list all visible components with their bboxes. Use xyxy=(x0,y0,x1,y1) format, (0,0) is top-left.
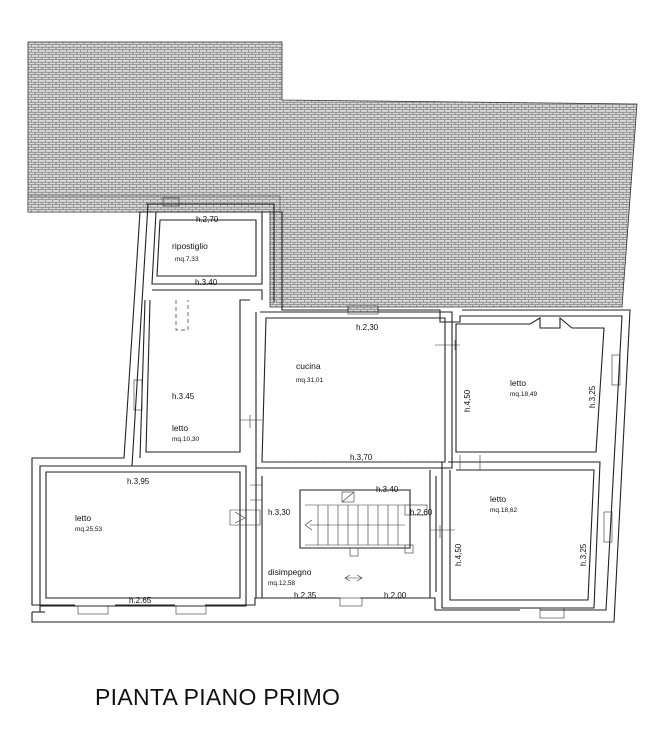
room-name: letto xyxy=(510,378,526,388)
room-name: letto xyxy=(75,513,91,523)
ceiling-height: h.2,30 xyxy=(356,323,379,332)
dashed-lines xyxy=(175,300,440,463)
outer-walls xyxy=(31,203,631,623)
ceiling-height: h.2,00 xyxy=(384,591,407,600)
ceiling-height: h.4,50 xyxy=(454,543,463,566)
ceiling-height: h.3.45 xyxy=(172,392,195,401)
room-name: letto xyxy=(490,494,506,504)
room-area: mq.7,33 xyxy=(175,256,199,263)
ceiling-height: h.3,25 xyxy=(588,385,597,408)
ceiling-height: h.2,70 xyxy=(196,215,219,224)
ceiling-height: h.3,95 xyxy=(127,477,150,486)
room-area: mq.12,58 xyxy=(268,580,295,587)
plan-title: PIANTA PIANO PRIMO xyxy=(95,684,340,710)
room-area: mq.31,01 xyxy=(296,377,323,384)
ceiling-height: h.3,30 xyxy=(268,508,291,517)
ceiling-height: h.4,50 xyxy=(463,389,472,412)
room-area: mq.10,30 xyxy=(172,436,199,443)
openings xyxy=(77,197,621,619)
room-area: mq.25,53 xyxy=(75,526,102,533)
room-area: mq.18,62 xyxy=(490,507,517,514)
room-name: disimpegno xyxy=(268,567,312,577)
interior-walls xyxy=(40,211,605,609)
room-name: cucina xyxy=(296,361,321,371)
ceiling-height: h.2,35 xyxy=(294,591,317,600)
ceiling-height: h.2.65 xyxy=(129,596,152,605)
ceiling-height: h.3,25 xyxy=(579,543,588,566)
room-name: ripostiglio xyxy=(172,241,208,251)
ceiling-height: h.2,60 xyxy=(410,508,433,517)
ceiling-height: h.3.40 xyxy=(195,278,218,287)
room-name: letto xyxy=(172,423,188,433)
ceiling-height: h.3.40 xyxy=(376,485,399,494)
room-area: mq.18,49 xyxy=(510,391,537,398)
roof-area xyxy=(27,41,638,313)
ceiling-height: h.3,70 xyxy=(350,453,373,462)
